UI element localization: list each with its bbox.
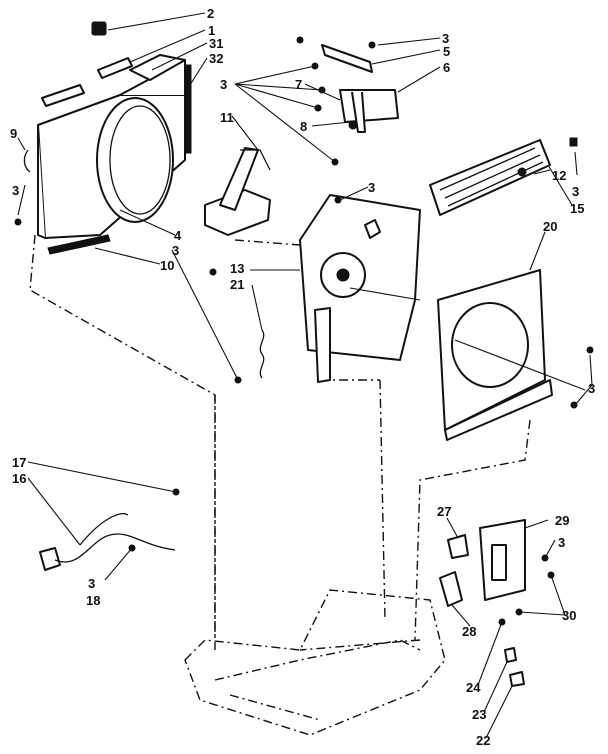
part-label-22: 22	[476, 733, 490, 748]
construction-lines	[29, 234, 531, 651]
cabinet-front-panel	[14, 21, 192, 255]
part-label-3: 3	[588, 381, 595, 396]
part-label-11: 11	[220, 110, 234, 125]
screw-icon	[209, 268, 217, 276]
knob-icon	[91, 21, 107, 36]
part-label-3: 3	[558, 535, 565, 550]
part-label-32: 32	[209, 51, 223, 66]
part-label-6: 6	[443, 60, 450, 75]
part-label-3: 3	[12, 183, 19, 198]
part-label-24: 24	[466, 680, 481, 695]
seal-strip-icon	[184, 64, 192, 154]
part-label-29: 29	[555, 513, 569, 528]
part-label-23: 23	[472, 707, 486, 722]
part-label-16: 16	[12, 471, 26, 486]
part-label-30: 30	[562, 608, 576, 623]
part-label-3: 3	[220, 77, 227, 92]
part-label-7: 7	[295, 77, 302, 92]
part-label-21: 21	[230, 277, 244, 292]
screw-icon	[569, 137, 578, 147]
part-label-3: 3	[88, 576, 95, 591]
motor-parts	[296, 36, 399, 166]
control-parts	[439, 519, 555, 687]
leader-lines	[17, 12, 593, 739]
part-labels: 2 1 31 32 3 5 6 3 7 8 11 9 3 4 3 10 3 12…	[10, 6, 595, 748]
part-label-18: 18	[86, 593, 100, 608]
part-label-3: 3	[442, 31, 449, 46]
part-label-3: 3	[368, 180, 375, 195]
power-cord	[39, 488, 180, 571]
spring-parts	[209, 268, 265, 384]
part-label-10: 10	[160, 258, 174, 273]
screw-icon	[547, 571, 555, 579]
part-label-1: 1	[208, 23, 215, 38]
part-label-9: 9	[10, 126, 17, 141]
part-label-8: 8	[300, 119, 307, 134]
part-label-13: 13	[230, 261, 244, 276]
part-label-28: 28	[462, 624, 476, 639]
part-label-3: 3	[572, 184, 579, 199]
screw-icon	[296, 36, 304, 44]
bracket-assembly	[204, 147, 271, 236]
part-label-27: 27	[437, 504, 451, 519]
part-label-3: 3	[172, 243, 179, 258]
base-pan	[184, 589, 446, 736]
cabinet-back-panel	[437, 269, 594, 441]
orifice-plate	[299, 194, 421, 383]
part-label-2: 2	[207, 6, 214, 21]
part-label-5: 5	[443, 44, 450, 59]
part-label-4: 4	[174, 228, 182, 243]
part-label-17: 17	[12, 455, 26, 470]
part-label-20: 20	[543, 219, 557, 234]
screw-icon	[586, 346, 594, 354]
part-label-15: 15	[570, 201, 584, 216]
screw-icon	[368, 41, 376, 49]
screw-icon	[570, 401, 578, 409]
part-label-12: 12	[552, 168, 566, 183]
part-label-31: 31	[209, 36, 223, 51]
heater-coil	[429, 137, 578, 216]
screw-icon	[14, 218, 22, 226]
